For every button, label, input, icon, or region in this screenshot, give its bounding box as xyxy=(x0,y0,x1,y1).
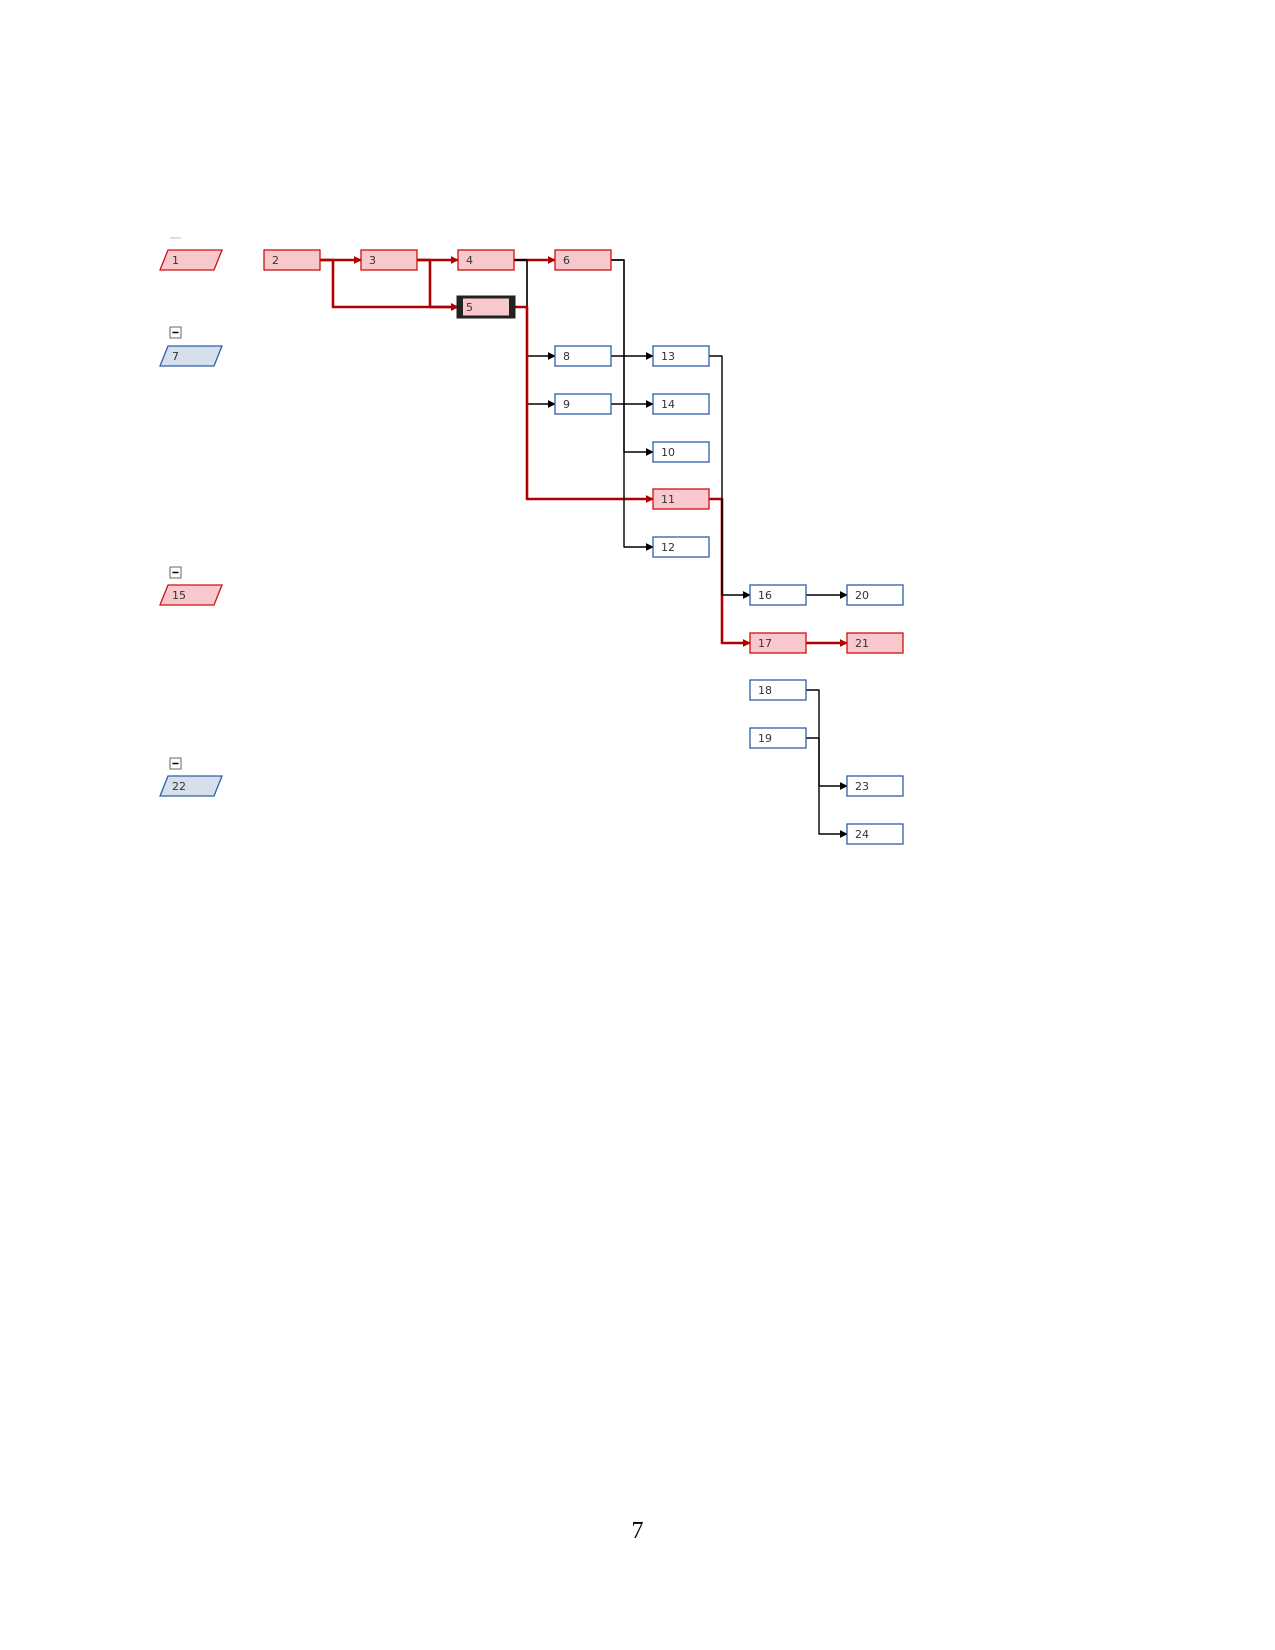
collapse-toggle-22[interactable] xyxy=(169,757,182,770)
task-node-19[interactable]: 19 xyxy=(749,727,807,749)
link-3-to-5 xyxy=(417,258,459,311)
task-box-24 xyxy=(846,823,904,845)
summary-shape-1 xyxy=(159,249,223,271)
selection-handle-left[interactable] xyxy=(457,297,463,317)
task-box-6 xyxy=(554,249,612,271)
task-label-6: 6 xyxy=(563,254,570,267)
links-layer xyxy=(320,256,848,838)
task-label-11: 11 xyxy=(661,493,675,506)
task-node-17[interactable]: 17 xyxy=(749,632,807,654)
task-label-23: 23 xyxy=(855,780,869,793)
task-node-8[interactable]: 8 xyxy=(554,345,612,367)
task-box-4 xyxy=(457,249,515,271)
task-box-21 xyxy=(846,632,904,654)
task-label-21: 21 xyxy=(855,637,869,650)
task-box-12 xyxy=(652,536,710,558)
task-label-3: 3 xyxy=(369,254,376,267)
task-node-9[interactable]: 9 xyxy=(554,393,612,415)
task-label-4: 4 xyxy=(466,254,473,267)
task-node-21[interactable]: 21 xyxy=(846,632,904,654)
task-label-14: 14 xyxy=(661,398,675,411)
task-node-4[interactable]: 4 xyxy=(457,249,515,271)
task-label-19: 19 xyxy=(758,732,772,745)
summary-label-7: 7 xyxy=(172,350,179,363)
summary-node-22[interactable]: 22 xyxy=(159,775,223,797)
task-label-10: 10 xyxy=(661,446,675,459)
summary-node-1[interactable]: 1 xyxy=(159,249,223,271)
task-box-13 xyxy=(652,345,710,367)
task-box-11 xyxy=(652,488,710,510)
summary-shape-7 xyxy=(159,345,223,367)
task-label-17: 17 xyxy=(758,637,772,650)
task-node-12[interactable]: 12 xyxy=(652,536,710,558)
task-node-2[interactable]: 2 xyxy=(263,249,321,271)
task-node-14[interactable]: 14 xyxy=(652,393,710,415)
link-11-to-17 xyxy=(709,497,751,647)
page-number: 7 xyxy=(631,1518,644,1544)
task-label-18: 18 xyxy=(758,684,772,697)
task-box-20 xyxy=(846,584,904,606)
collapse-toggle-15[interactable] xyxy=(169,566,182,579)
summary-shape-22 xyxy=(159,775,223,797)
task-box-16 xyxy=(749,584,807,606)
task-node-5[interactable]: 5 xyxy=(456,295,516,319)
task-label-13: 13 xyxy=(661,350,675,363)
summary-label-15: 15 xyxy=(172,589,186,602)
task-label-24: 24 xyxy=(855,828,869,841)
task-label-20: 20 xyxy=(855,589,869,602)
task-box-9 xyxy=(554,393,612,415)
task-box-8 xyxy=(554,345,612,367)
task-box-3 xyxy=(360,249,418,271)
collapse-toggle-7[interactable] xyxy=(169,326,182,339)
link-2-to-5 xyxy=(320,258,459,311)
summary-label-1: 1 xyxy=(172,254,179,267)
task-label-9: 9 xyxy=(563,398,570,411)
summary-node-15[interactable]: 15 xyxy=(159,584,223,606)
link-13-to-16 xyxy=(709,355,751,599)
task-box-18 xyxy=(749,679,807,701)
link-19-to-24 xyxy=(806,737,848,838)
selection-handle-right[interactable] xyxy=(509,297,515,317)
task-label-16: 16 xyxy=(758,589,772,602)
task-label-12: 12 xyxy=(661,541,675,554)
task-label-5: 5 xyxy=(466,301,473,314)
task-node-6[interactable]: 6 xyxy=(554,249,612,271)
summary-shape-15 xyxy=(159,584,223,606)
task-node-24[interactable]: 24 xyxy=(846,823,904,845)
task-node-23[interactable]: 23 xyxy=(846,775,904,797)
task-node-11[interactable]: 11 xyxy=(652,488,710,510)
task-node-16[interactable]: 16 xyxy=(749,584,807,606)
task-box-17 xyxy=(749,632,807,654)
summary-node-7[interactable]: 7 xyxy=(159,345,223,367)
task-box-14 xyxy=(652,393,710,415)
task-box-10 xyxy=(652,441,710,463)
task-label-8: 8 xyxy=(563,350,570,363)
task-box-23 xyxy=(846,775,904,797)
task-node-20[interactable]: 20 xyxy=(846,584,904,606)
task-node-3[interactable]: 3 xyxy=(360,249,418,271)
task-node-18[interactable]: 18 xyxy=(749,679,807,701)
task-box-19 xyxy=(749,727,807,749)
task-label-2: 2 xyxy=(272,254,279,267)
task-node-13[interactable]: 13 xyxy=(652,345,710,367)
link-5-to-11 xyxy=(514,305,654,503)
summary-label-22: 22 xyxy=(172,780,186,793)
link-4-to-9 xyxy=(514,259,556,408)
task-box-2 xyxy=(263,249,321,271)
task-node-10[interactable]: 10 xyxy=(652,441,710,463)
